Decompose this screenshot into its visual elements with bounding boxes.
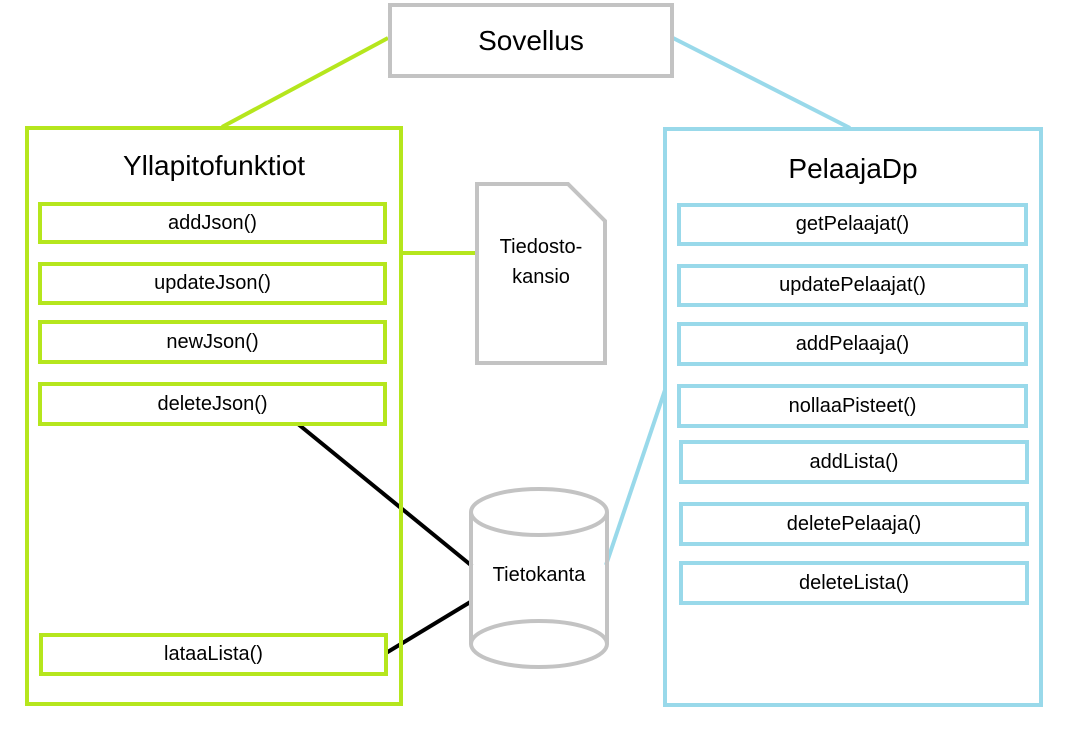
method-label: updatePelaajat() bbox=[779, 274, 926, 296]
method-addlista: addLista() bbox=[679, 440, 1029, 484]
method-updatepelaajat: updatePelaajat() bbox=[677, 264, 1028, 307]
method-lataalista: lataaLista() bbox=[39, 633, 388, 676]
folder-label-line2: kansio bbox=[512, 266, 570, 288]
folder-shape bbox=[475, 182, 607, 365]
method-label: deletePelaaja() bbox=[786, 512, 922, 535]
connector-playerdb-db bbox=[604, 389, 667, 566]
admin-functions-panel: Yllapitofunktiot bbox=[25, 126, 403, 706]
connector-app-admin bbox=[221, 36, 389, 129]
method-deletepelaaja: deletePelaaja() bbox=[679, 502, 1029, 546]
folder-label-line1: Tiedosto- bbox=[499, 236, 583, 258]
method-label: updateJson() bbox=[154, 272, 271, 294]
method-getpelaajat: getPelaajat() bbox=[677, 203, 1028, 246]
method-nollaapisteet: nollaaPisteet() bbox=[677, 384, 1028, 428]
method-deletelista: deleteLista() bbox=[679, 561, 1029, 605]
connector-app-playerdb bbox=[672, 36, 851, 130]
method-updatejson: updateJson() bbox=[38, 262, 387, 305]
database-cylinder bbox=[469, 487, 609, 669]
method-label: addPelaaja() bbox=[795, 332, 910, 355]
method-newjson: newJson() bbox=[38, 320, 387, 364]
method-label: addLista() bbox=[809, 450, 899, 473]
method-addpelaaja: addPelaaja() bbox=[677, 322, 1028, 366]
folder-label: Tiedosto- kansio bbox=[477, 232, 605, 292]
method-label: lataaLista() bbox=[164, 643, 263, 665]
method-label: deleteJson() bbox=[157, 392, 268, 415]
method-addjson: addJson() bbox=[38, 202, 387, 244]
admin-functions-title: Yllapitofunktiot bbox=[122, 150, 306, 181]
method-label: newJson() bbox=[166, 330, 259, 353]
method-label: nollaaPisteet() bbox=[788, 394, 917, 417]
player-db-panel: PelaajaDp bbox=[663, 127, 1043, 707]
method-label: getPelaajat() bbox=[795, 213, 910, 235]
app-label: Sovellus bbox=[478, 24, 584, 56]
app-box: Sovellus bbox=[388, 3, 674, 78]
method-label: addJson() bbox=[168, 211, 257, 234]
method-label: deleteLista() bbox=[798, 571, 910, 594]
database-label: Tietokanta bbox=[492, 564, 586, 586]
connector-deletejson-db bbox=[296, 422, 474, 568]
method-deletejson: deleteJson() bbox=[38, 382, 387, 426]
player-db-title: PelaajaDp bbox=[788, 153, 918, 184]
